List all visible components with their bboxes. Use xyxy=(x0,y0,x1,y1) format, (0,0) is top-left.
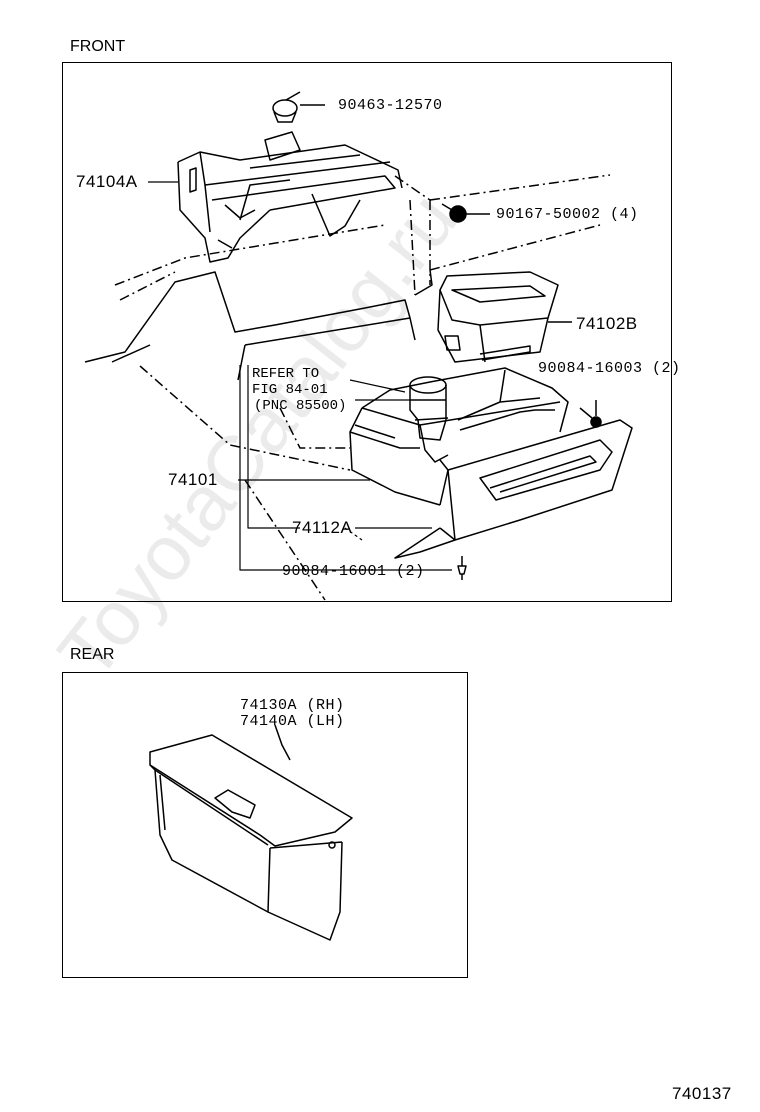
leader-lines-front xyxy=(148,181,452,571)
screw-90084-16001 xyxy=(457,556,467,580)
part-label-74112A: 74112A xyxy=(292,518,353,537)
screw-90167-50002 xyxy=(441,203,490,223)
part-label-74104A: 74104A xyxy=(76,172,138,191)
part-label-90084-16001: 90084-16001 (2) xyxy=(282,563,425,580)
reference-note-line2: FIG 84-01 xyxy=(252,382,328,398)
figure-id: 740137 xyxy=(672,1084,732,1103)
console-box-74101 xyxy=(349,367,569,506)
rear-section-label: REAR xyxy=(70,646,115,663)
console-outline-dashed xyxy=(114,174,611,601)
part-label-74101: 74101 xyxy=(168,470,218,489)
part-label-90167-50002: 90167-50002 (4) xyxy=(496,206,639,223)
clip-90463-12570 xyxy=(272,91,325,123)
part-label-90084-16003: 90084-16003 (2) xyxy=(538,360,681,377)
part-label-90463-12570: 90463-12570 xyxy=(338,97,443,114)
shift-boot xyxy=(409,376,449,441)
bracket-74104A xyxy=(177,131,403,263)
front-panel-74112A xyxy=(394,419,633,559)
front-diagram-panel xyxy=(62,62,672,602)
rear-storage-box xyxy=(149,724,353,941)
part-label-74140A: 74140A (LH) xyxy=(240,713,345,730)
rear-diagram-panel xyxy=(62,672,468,978)
front-section-label: FRONT xyxy=(70,38,126,55)
reference-note-line3: (PNC 85500) xyxy=(254,398,347,414)
console-side-panel xyxy=(84,269,433,381)
reference-note-line1: REFER TO xyxy=(252,366,320,382)
part-label-74130A: 74130A (RH) xyxy=(240,697,345,714)
part-label-74102B: 74102B xyxy=(576,314,638,333)
screw-90084-16003 xyxy=(579,400,602,428)
ashtray-74102B xyxy=(437,271,572,363)
